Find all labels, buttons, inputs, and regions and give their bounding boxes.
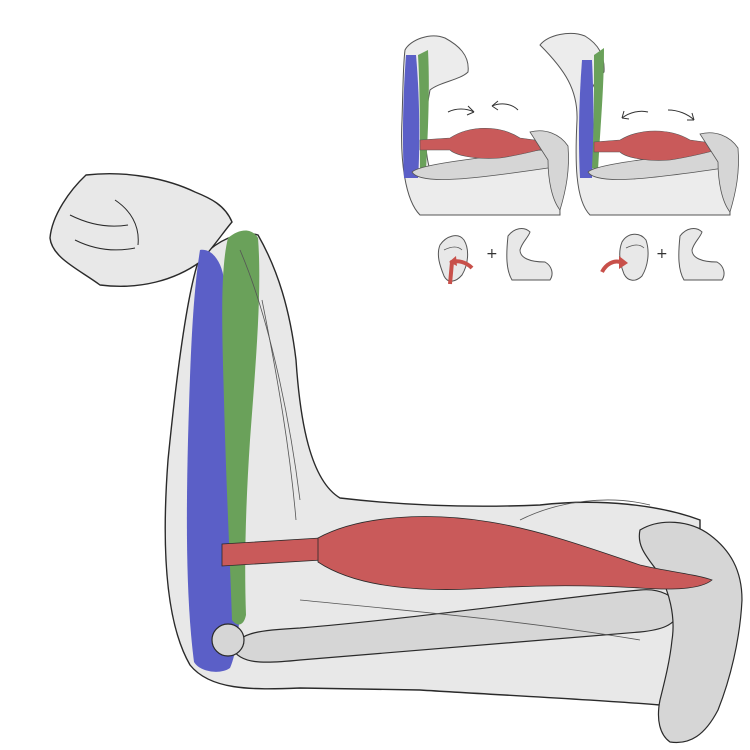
biceps-belly <box>317 516 713 590</box>
inset-2-radius <box>592 48 604 170</box>
pronated-hand-icon <box>600 233 649 281</box>
inset-1-arrow-left <box>447 108 475 113</box>
thumb-line <box>114 199 139 246</box>
contour-line-2 <box>261 299 297 521</box>
contour-line-3 <box>299 599 641 641</box>
inset-2-ulna <box>578 60 594 178</box>
inset-1-arrow-right <box>491 103 519 111</box>
arm-silhouette <box>164 233 701 706</box>
flexed-arm-icon-1 <box>506 228 553 281</box>
inset-2-arrowhead-left <box>621 110 630 120</box>
finger-line-2 <box>74 239 136 251</box>
inset-2-shoulder <box>699 132 739 213</box>
contour-line-1 <box>239 249 301 501</box>
inset-2-arrow-right <box>667 109 695 121</box>
finger-line-1 <box>69 214 129 227</box>
main-arm <box>49 172 743 744</box>
elbow-joint <box>211 623 245 657</box>
inset-1-ulna <box>402 55 420 178</box>
inset-2-arm <box>539 32 731 216</box>
legend-row: + + <box>437 228 725 285</box>
inset-1-arrowhead-left <box>466 105 475 116</box>
operator-plus-2: + <box>656 246 668 262</box>
inset-1-arrowhead-right <box>491 100 499 111</box>
inset-2-arrow-left <box>621 110 649 119</box>
flexed-arm-icon-2 <box>678 228 725 281</box>
inset-1-shoulder <box>529 130 569 211</box>
supinated-hand-icon <box>437 235 474 285</box>
contour-line-4 <box>519 499 651 521</box>
operator-plus-1: + <box>486 246 498 262</box>
inset-panel-supination <box>401 35 569 216</box>
radius-highlight <box>222 230 260 625</box>
inset-2-arrowhead-right <box>687 112 695 121</box>
inset-panel-pronation <box>539 32 739 216</box>
